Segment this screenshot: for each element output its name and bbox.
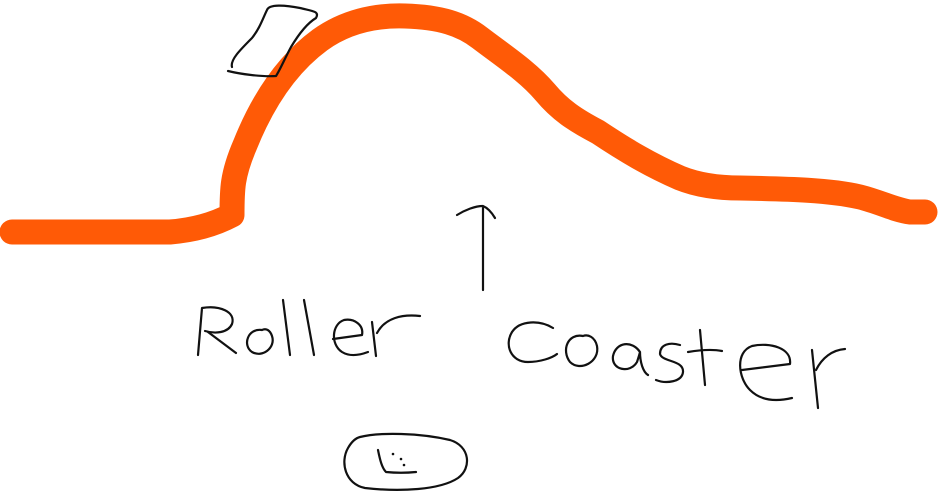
up-arrow-icon <box>455 204 497 292</box>
stone-face-icon <box>343 432 468 491</box>
rock-sketch-icon <box>226 4 319 78</box>
handwritten-word-roller <box>196 298 422 358</box>
roller-coaster-track <box>0 3 938 245</box>
handwritten-word-coaster <box>507 321 847 410</box>
